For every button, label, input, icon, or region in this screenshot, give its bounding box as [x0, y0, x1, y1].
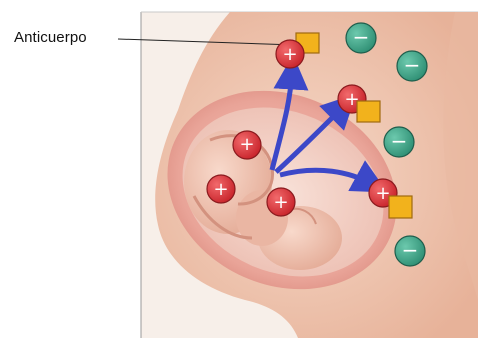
negative-symbol: −: [353, 25, 370, 49]
antibody-marker: [389, 196, 412, 218]
antibody-label: Anticuerpo: [14, 29, 87, 46]
positive-cell-fetal-1: +: [233, 131, 261, 159]
positive-symbol: +: [213, 179, 228, 200]
positive-symbol: +: [344, 89, 359, 110]
negative-cell-1: −: [346, 23, 376, 53]
negative-cell-3: −: [384, 127, 414, 157]
negative-cell-2: −: [397, 51, 427, 81]
antibody-marker: [357, 101, 380, 122]
negative-symbol: −: [402, 238, 419, 262]
positive-symbol: +: [273, 192, 288, 213]
positive-cell-fetal-2: +: [207, 175, 235, 203]
positive-symbol: +: [239, 134, 254, 155]
positive-symbol: +: [282, 44, 297, 65]
positive-symbol: +: [375, 183, 390, 204]
negative-cell-4: −: [395, 236, 425, 266]
negative-symbol: −: [404, 53, 421, 77]
negative-symbol: −: [391, 129, 408, 153]
positive-cell-fetal-3: +: [267, 188, 295, 216]
